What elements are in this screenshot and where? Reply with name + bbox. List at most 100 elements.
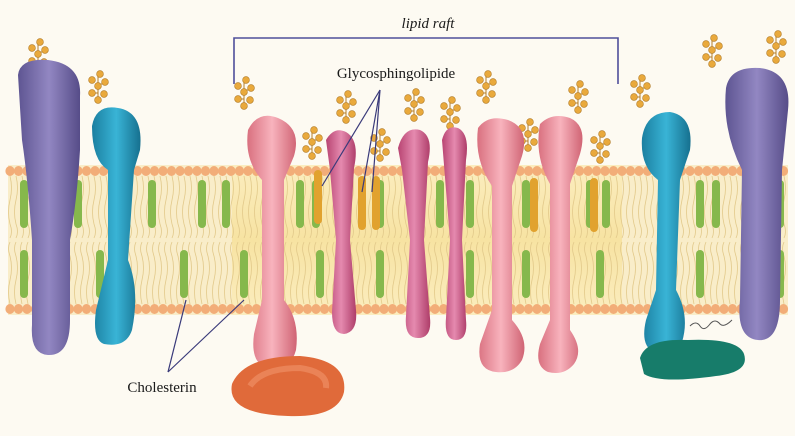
- lipid-head: [728, 166, 737, 176]
- lipid-head: [532, 166, 541, 176]
- lipid-head: [694, 304, 703, 314]
- lipid-head: [711, 304, 720, 314]
- lipid-head: [201, 166, 210, 176]
- glycosphingolipid-stalk: [314, 170, 322, 224]
- lipid-head: [303, 304, 312, 314]
- cholesterol-molecule: [198, 180, 206, 228]
- glycosphingolipid-stalk: [590, 178, 598, 232]
- lipid-head: [5, 166, 14, 176]
- cholesterol-molecule: [466, 180, 474, 228]
- lipid-head: [515, 304, 524, 314]
- cholesterol-molecule: [602, 180, 610, 228]
- lipid-head: [226, 166, 235, 176]
- lipid-head: [719, 304, 728, 314]
- lipid-head: [617, 166, 626, 176]
- lipid-head: [473, 166, 482, 176]
- lipid-head: [575, 304, 584, 314]
- cholesterol-molecule: [522, 250, 530, 298]
- cholesterol-molecule: [376, 250, 384, 298]
- lipid-head: [575, 166, 584, 176]
- lipid-head: [634, 304, 643, 314]
- cholesterol-molecule: [148, 180, 156, 228]
- cholesterol-molecule: [466, 250, 474, 298]
- lipid-head: [5, 304, 14, 314]
- lipid-head: [464, 166, 473, 176]
- glycan-cluster: [477, 71, 497, 104]
- lipid-head: [371, 304, 380, 314]
- cholesterol-molecule: [712, 180, 720, 228]
- cholesterol-molecule: [180, 250, 188, 298]
- glycan-cluster: [337, 91, 357, 124]
- lipid-head: [294, 304, 303, 314]
- lipid-head: [524, 304, 533, 314]
- lipid-head: [235, 166, 244, 176]
- cholesterol-molecule: [222, 180, 230, 228]
- lipid-head: [685, 166, 694, 176]
- lipid-head: [150, 166, 159, 176]
- lipid-head: [218, 304, 227, 314]
- cholesterol-molecule: [20, 180, 28, 228]
- lipid-head: [600, 166, 609, 176]
- glycan-cluster: [303, 127, 323, 160]
- lipid-head: [192, 166, 201, 176]
- lipid-head: [371, 166, 380, 176]
- lipid-head: [626, 304, 635, 314]
- lipid-head: [192, 304, 201, 314]
- glycan-cluster: [89, 71, 109, 104]
- lipid-head: [388, 304, 397, 314]
- lipid-head: [532, 304, 541, 314]
- lipid-head: [592, 166, 601, 176]
- glycosphingolipid-stalk: [530, 178, 538, 232]
- cholesterol-molecule: [596, 250, 604, 298]
- lipid-head: [464, 304, 473, 314]
- lipid-head: [201, 304, 210, 314]
- lipid-head: [320, 304, 329, 314]
- lipid-head: [14, 166, 23, 176]
- lipid-head: [600, 304, 609, 314]
- lipid-head: [634, 166, 643, 176]
- lipid-head: [719, 166, 728, 176]
- lipid-head: [685, 304, 694, 314]
- lipid-head: [473, 304, 482, 314]
- lipid-head: [430, 304, 439, 314]
- lipid-head: [609, 304, 618, 314]
- lipid-head: [235, 304, 244, 314]
- cholesterol-molecule: [696, 180, 704, 228]
- lipid-head: [430, 166, 439, 176]
- lipid-head: [524, 166, 533, 176]
- glycan-cluster: [591, 131, 611, 164]
- cholesterol-molecule: [296, 180, 304, 228]
- glycan-cluster: [703, 35, 723, 68]
- lipid-head: [592, 304, 601, 314]
- lipid-head: [22, 304, 31, 314]
- lipid-head: [626, 166, 635, 176]
- cholesterin-label: Cholesterin: [127, 380, 197, 396]
- lipid-head: [82, 166, 91, 176]
- glycan-cluster: [631, 75, 651, 108]
- lipid-head: [243, 304, 252, 314]
- glycan-cluster: [569, 81, 589, 114]
- lipid-head: [702, 166, 711, 176]
- lipid-head: [728, 304, 737, 314]
- lipid-head: [362, 166, 371, 176]
- lipid-head: [167, 304, 176, 314]
- lipid-head: [82, 304, 91, 314]
- lipid-head: [379, 166, 388, 176]
- glycan-cluster: [235, 77, 255, 110]
- lipid-head: [184, 166, 193, 176]
- lipid-head: [388, 166, 397, 176]
- artist-signature: [690, 320, 732, 329]
- lipid-head: [141, 166, 150, 176]
- lipid-head: [175, 166, 184, 176]
- lipid-head: [209, 304, 218, 314]
- lipid-raft-label: lipid raft: [402, 16, 456, 32]
- lipid-head: [243, 166, 252, 176]
- lipid-head: [73, 304, 82, 314]
- lipid-head: [583, 304, 592, 314]
- lipid-head: [218, 166, 227, 176]
- cholesterol-molecule: [436, 180, 444, 228]
- glycosphingolipid-stalk: [358, 176, 366, 230]
- lipid-head: [141, 304, 150, 314]
- lipid-head: [541, 304, 550, 314]
- lipid-head: [209, 166, 218, 176]
